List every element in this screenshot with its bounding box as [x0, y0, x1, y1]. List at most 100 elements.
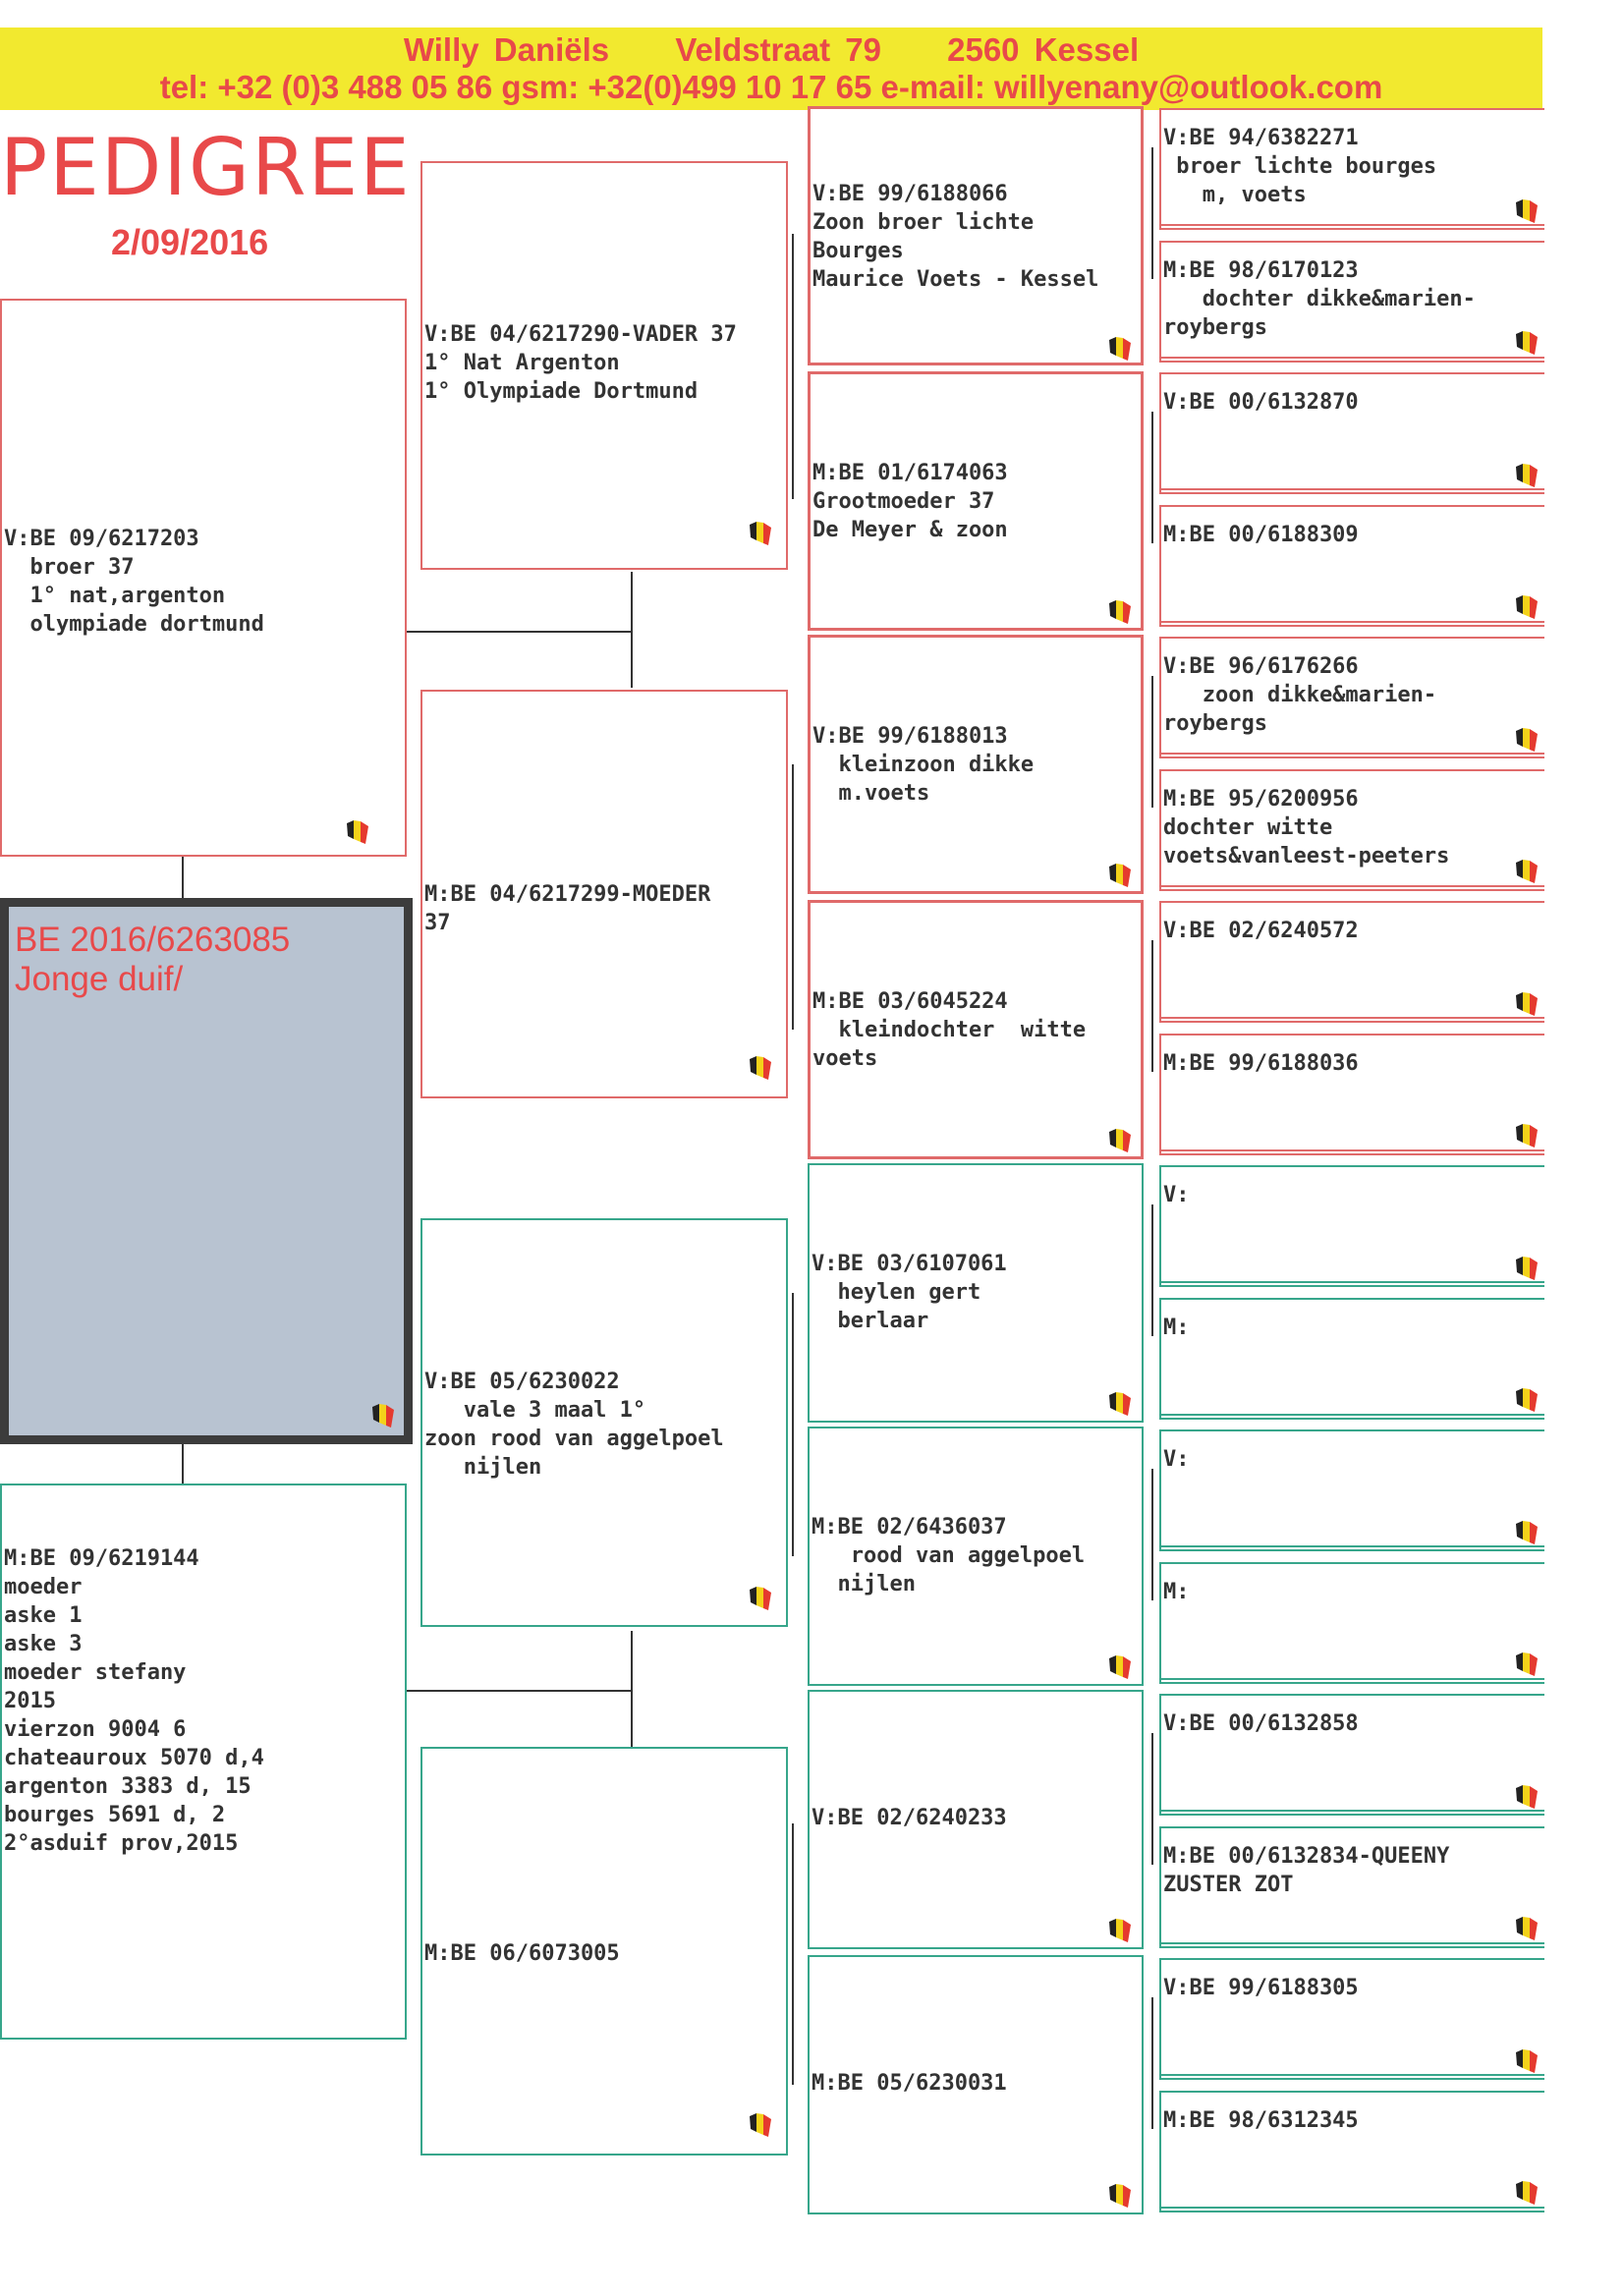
gen4-card: M: [1159, 1297, 1544, 1420]
gen3-card: V:BE 99/6188066 Zoon broer lichte Bourge… [808, 106, 1144, 365]
connector-line [182, 857, 184, 898]
gen4-card: M: [1159, 1561, 1544, 1684]
card-underline [1161, 356, 1544, 359]
gen3-info: M:BE 02/6436037 rood van aggelpoel nijle… [812, 1515, 1086, 1596]
belgium-map-flag-icon [1109, 337, 1131, 361]
gen4-card: M:BE 99/6188036 [1159, 1033, 1544, 1155]
belgium-map-flag-icon [1516, 1388, 1538, 1412]
subject-pigeon-card: BE 2016/6263085 Jonge duif/ [0, 898, 413, 1444]
belgium-map-flag-icon [1516, 1652, 1538, 1676]
gen4-card: V: [1159, 1429, 1544, 1551]
gen4-card: V:BE 99/6188305 [1159, 1958, 1544, 2080]
gen3-card: V:BE 03/6107061 heylen gert berlaar [808, 1163, 1144, 1423]
connector-line [1151, 1204, 1153, 1336]
connector-line [1151, 1469, 1153, 1600]
gen4-info: M:BE 95/6200956 dochter witte voets&vanl… [1163, 786, 1450, 868]
belgium-map-flag-icon [1109, 1392, 1131, 1416]
card-underline [1161, 1810, 1544, 1812]
page-title: PEDIGREE [0, 122, 412, 213]
gen4-info: V: [1163, 1447, 1190, 1472]
belgium-map-flag-icon [1516, 595, 1538, 619]
gen4-info: V:BE 99/6188305 [1163, 1976, 1359, 2000]
gen3-card: M:BE 03/6045224 kleindochter witte voets [808, 900, 1144, 1159]
gen2-info: M:BE 06/6073005 [424, 1941, 620, 1966]
connector-line [182, 1444, 184, 1484]
belgium-map-flag-icon [1516, 1521, 1538, 1544]
gen2-card: M:BE 04/6217299-MOEDER 37 [420, 690, 788, 1098]
pedigree-date: 2/09/2016 [111, 222, 269, 262]
gen4-info: V: [1163, 1183, 1190, 1207]
card-underline [1161, 488, 1544, 490]
connector-line [631, 572, 633, 688]
belgium-map-flag-icon [1516, 1917, 1538, 1940]
gen3-info: M:BE 05/6230031 [812, 2071, 1007, 2096]
gen4-info: V:BE 96/6176266 zoon dikke&marien- roybe… [1163, 654, 1437, 736]
connector-line [1151, 412, 1153, 543]
header-banner: Willy Daniëls Veldstraat 79 2560 Kessel … [0, 28, 1542, 110]
belgium-map-flag-icon [1516, 331, 1538, 355]
gen3-card: M:BE 01/6174063 Grootmoeder 37 De Meyer … [808, 371, 1144, 631]
connector-line [407, 1690, 633, 1692]
card-underline [1161, 1148, 1544, 1151]
belgium-map-flag-icon [1516, 1257, 1538, 1280]
gen4-info: V:BE 00/6132870 [1163, 390, 1359, 415]
connector-line [631, 1631, 633, 1747]
connector-line [792, 1823, 794, 2085]
breeder-city: 2560 Kessel [947, 31, 1140, 68]
card-underline [1161, 1017, 1544, 1019]
gen3-card: V:BE 99/6188013 kleinzoon dikke m.voets [808, 635, 1144, 894]
gen3-info: M:BE 01/6174063 Grootmoeder 37 De Meyer … [812, 461, 1008, 542]
belgium-map-flag-icon [750, 2113, 771, 2137]
belgium-map-flag-icon [1516, 860, 1538, 883]
gen3-info: V:BE 03/6107061 heylen gert berlaar [812, 1252, 1007, 1333]
gen2-card: V:BE 05/6230022 vale 3 maal 1° zoon rood… [420, 1218, 788, 1627]
connector-line [407, 631, 633, 633]
belgium-map-flag-icon [1109, 1919, 1131, 1942]
belgium-map-flag-icon [1516, 2049, 1538, 2073]
gen4-card: M:BE 98/6170123 dochter dikke&marien- ro… [1159, 240, 1544, 363]
connector-line [1151, 1733, 1153, 1865]
connector-line [1151, 940, 1153, 1072]
gen4-info: V:BE 02/6240572 [1163, 919, 1359, 943]
father-card: V:BE 09/6217203 broer 37 1° nat,argenton… [0, 299, 407, 857]
belgium-map-flag-icon [1516, 992, 1538, 1016]
card-underline [1161, 2074, 1544, 2076]
gen3-card: V:BE 02/6240233 [808, 1690, 1144, 1949]
gen4-info: M:BE 98/6312345 [1163, 2107, 1359, 2133]
gen3-info: M:BE 03/6045224 kleindochter witte voets [812, 989, 1087, 1071]
gen4-card: V:BE 94/6382271 broer lichte bourges m, … [1159, 108, 1544, 230]
gen4-info: M:BE 99/6188036 [1163, 1050, 1359, 1076]
gen2-info: V:BE 04/6217290-VADER 37 1° Nat Argenton… [424, 322, 737, 404]
belgium-map-flag-icon [1109, 600, 1131, 624]
card-underline [1161, 1677, 1544, 1680]
belgium-map-flag-icon [1516, 2181, 1538, 2205]
belgium-map-flag-icon [1109, 1129, 1131, 1152]
card-underline [1161, 620, 1544, 623]
card-underline [1161, 2206, 1544, 2209]
connector-line [792, 764, 794, 1030]
gen3-card: M:BE 05/6230031 [808, 1955, 1144, 2214]
card-underline [1161, 884, 1544, 887]
gen3-card: M:BE 02/6436037 rood van aggelpoel nijle… [808, 1427, 1144, 1686]
gen4-card: V:BE 96/6176266 zoon dikke&marien- roybe… [1159, 637, 1544, 758]
gen4-info: M:BE 00/6132834-QUEENY ZUSTER ZOT [1163, 1843, 1450, 1897]
belgium-map-flag-icon [1109, 2184, 1131, 2208]
card-underline [1161, 1545, 1544, 1547]
gen4-info: M: [1163, 1315, 1190, 1340]
gen4-info: M: [1163, 1579, 1190, 1604]
connector-line [792, 234, 794, 499]
gen2-info: M:BE 04/6217299-MOEDER 37 [424, 882, 711, 935]
gen2-card: M:BE 06/6073005 [420, 1747, 788, 2156]
gen3-info: V:BE 02/6240233 [812, 1806, 1007, 1830]
gen4-card: V:BE 02/6240572 [1159, 901, 1544, 1023]
belgium-map-flag-icon [1516, 1785, 1538, 1809]
subject-name: Jonge duif/ [15, 960, 184, 998]
breeder-name: Willy Daniëls [403, 31, 610, 68]
belgium-map-flag-icon [372, 1404, 394, 1428]
belgium-map-flag-icon [347, 820, 368, 844]
connector-line [1151, 1997, 1153, 2129]
breeder-address-line: Willy Daniëls Veldstraat 79 2560 Kessel [0, 31, 1542, 69]
father-info: V:BE 09/6217203 broer 37 1° nat,argenton… [4, 527, 264, 637]
card-underline [1161, 224, 1544, 226]
